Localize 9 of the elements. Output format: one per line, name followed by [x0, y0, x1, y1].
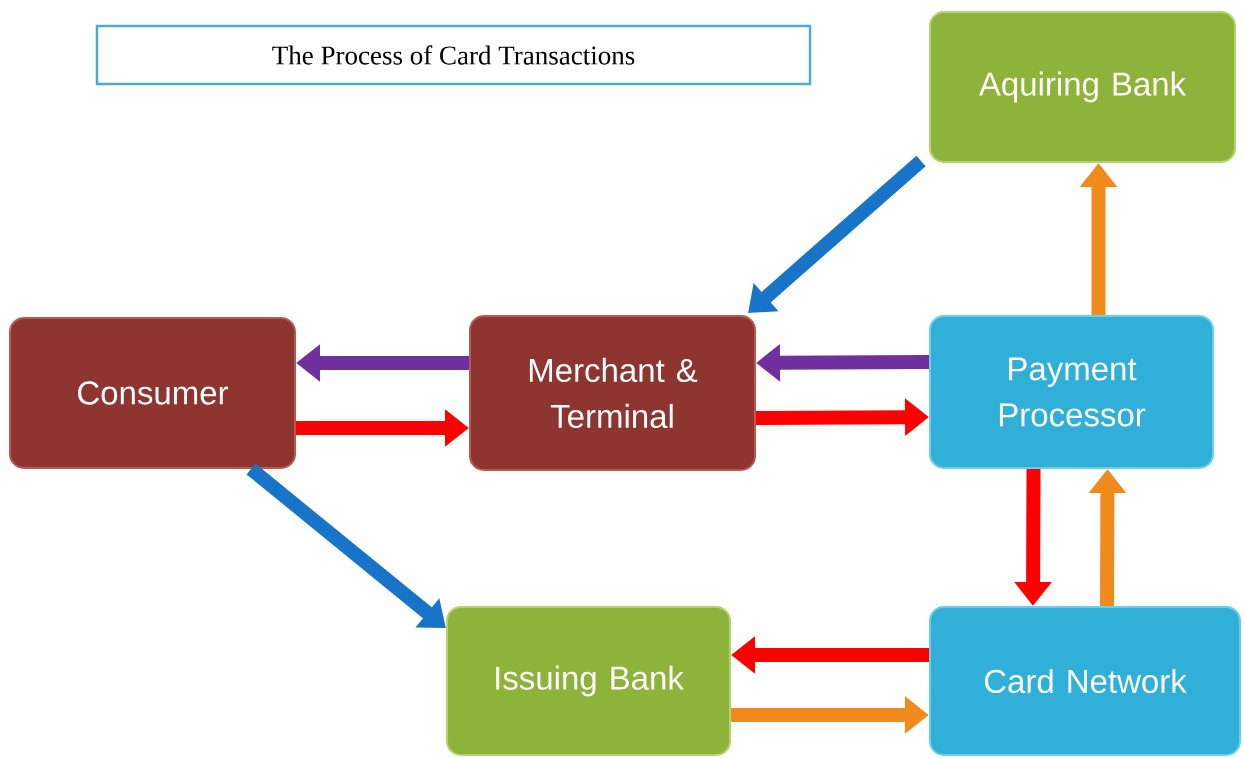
process-box: Payment Processor [929, 315, 1214, 469]
block-arrow [246, 463, 446, 628]
process-box: Consumer [9, 317, 296, 469]
block-arrow [748, 155, 926, 313]
process-box: Merchant & Terminal [469, 315, 756, 471]
process-box: Issuing Bank [446, 606, 731, 756]
title-box: The Process of Card Transactions [95, 24, 812, 86]
process-box: Aquiring Bank [929, 11, 1236, 163]
process-box: Card Network [929, 606, 1241, 756]
